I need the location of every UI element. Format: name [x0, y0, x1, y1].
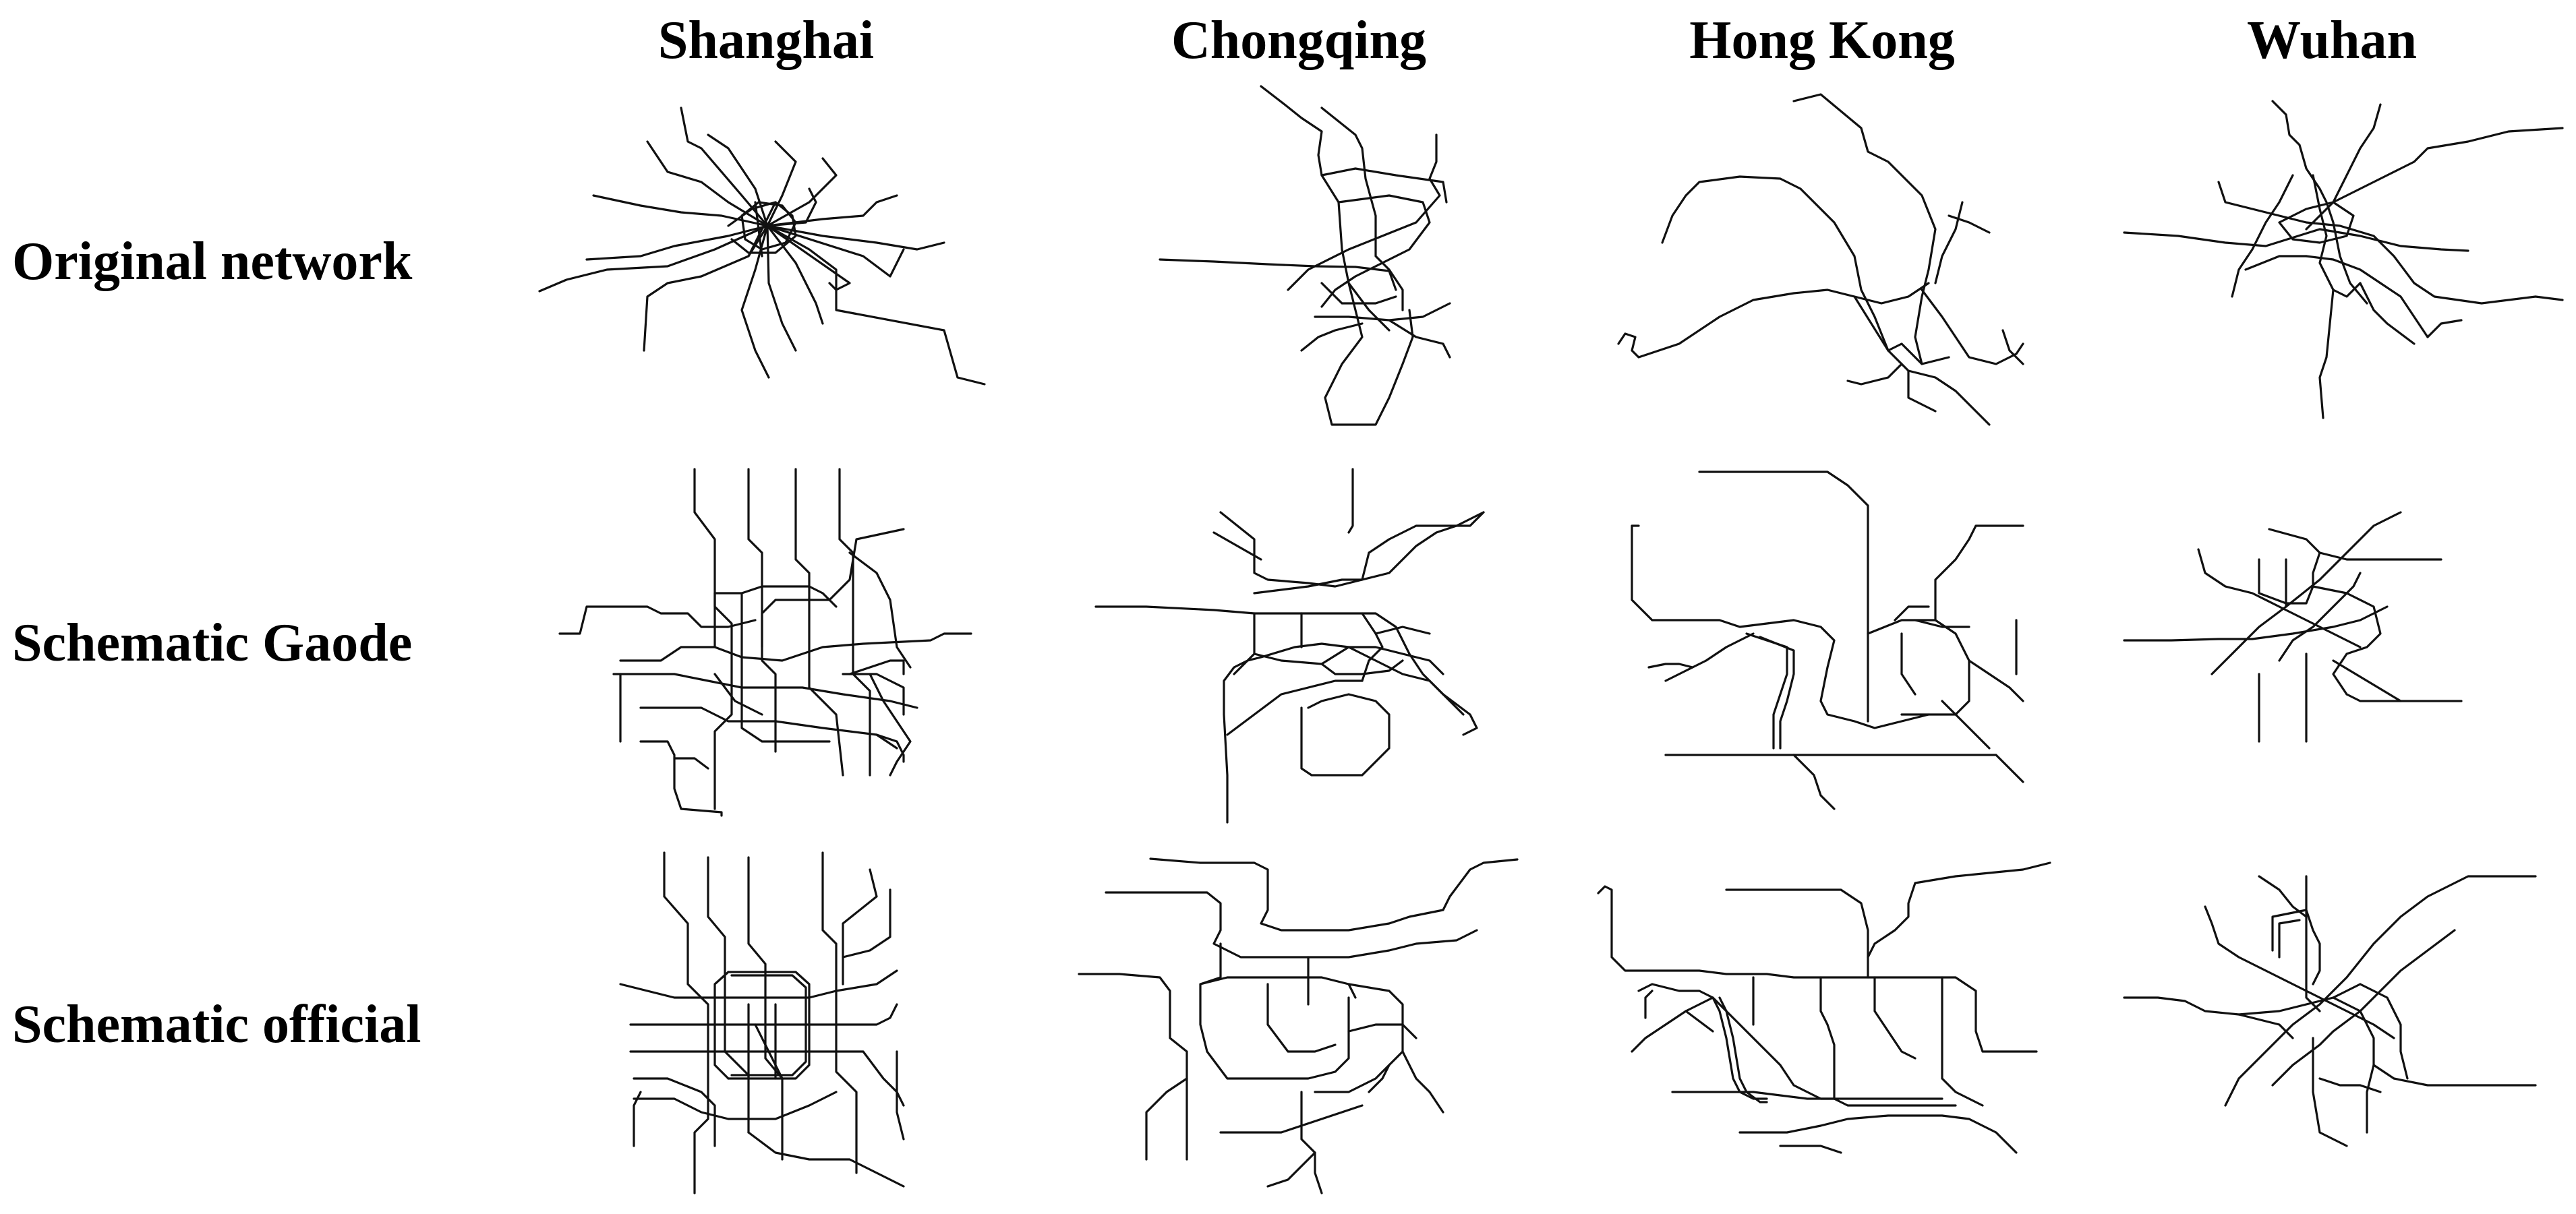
schematic-gaode-shanghai — [558, 468, 972, 817]
column-title-shanghai: Shanghai — [657, 11, 875, 70]
row-title-official: Schematic official — [12, 995, 421, 1054]
schematic-gaode-chongqing — [1094, 468, 1485, 824]
column-title-chongqing: Chongqing — [1171, 11, 1426, 70]
column-title-wuhan: Wuhan — [2246, 11, 2418, 70]
column-title-hongkong: Hong Kong — [1689, 11, 1955, 70]
schematic-gaode-wuhan — [2123, 511, 2463, 743]
row-title-gaode: Schematic Gaode — [12, 613, 413, 673]
original-network-chongqing — [1159, 85, 1451, 426]
schematic-official-wuhan — [2123, 875, 2537, 1147]
original-network-wuhan — [2123, 100, 2564, 419]
row-title-original: Original network — [12, 232, 413, 291]
schematic-official-shanghai — [619, 851, 905, 1194]
original-network-hongkong — [1617, 93, 2024, 426]
schematic-official-chongqing — [1078, 857, 1519, 1194]
original-network-shanghai — [538, 107, 986, 386]
schematic-gaode-hongkong — [1631, 471, 2024, 810]
schematic-official-hongkong — [1597, 861, 2051, 1154]
